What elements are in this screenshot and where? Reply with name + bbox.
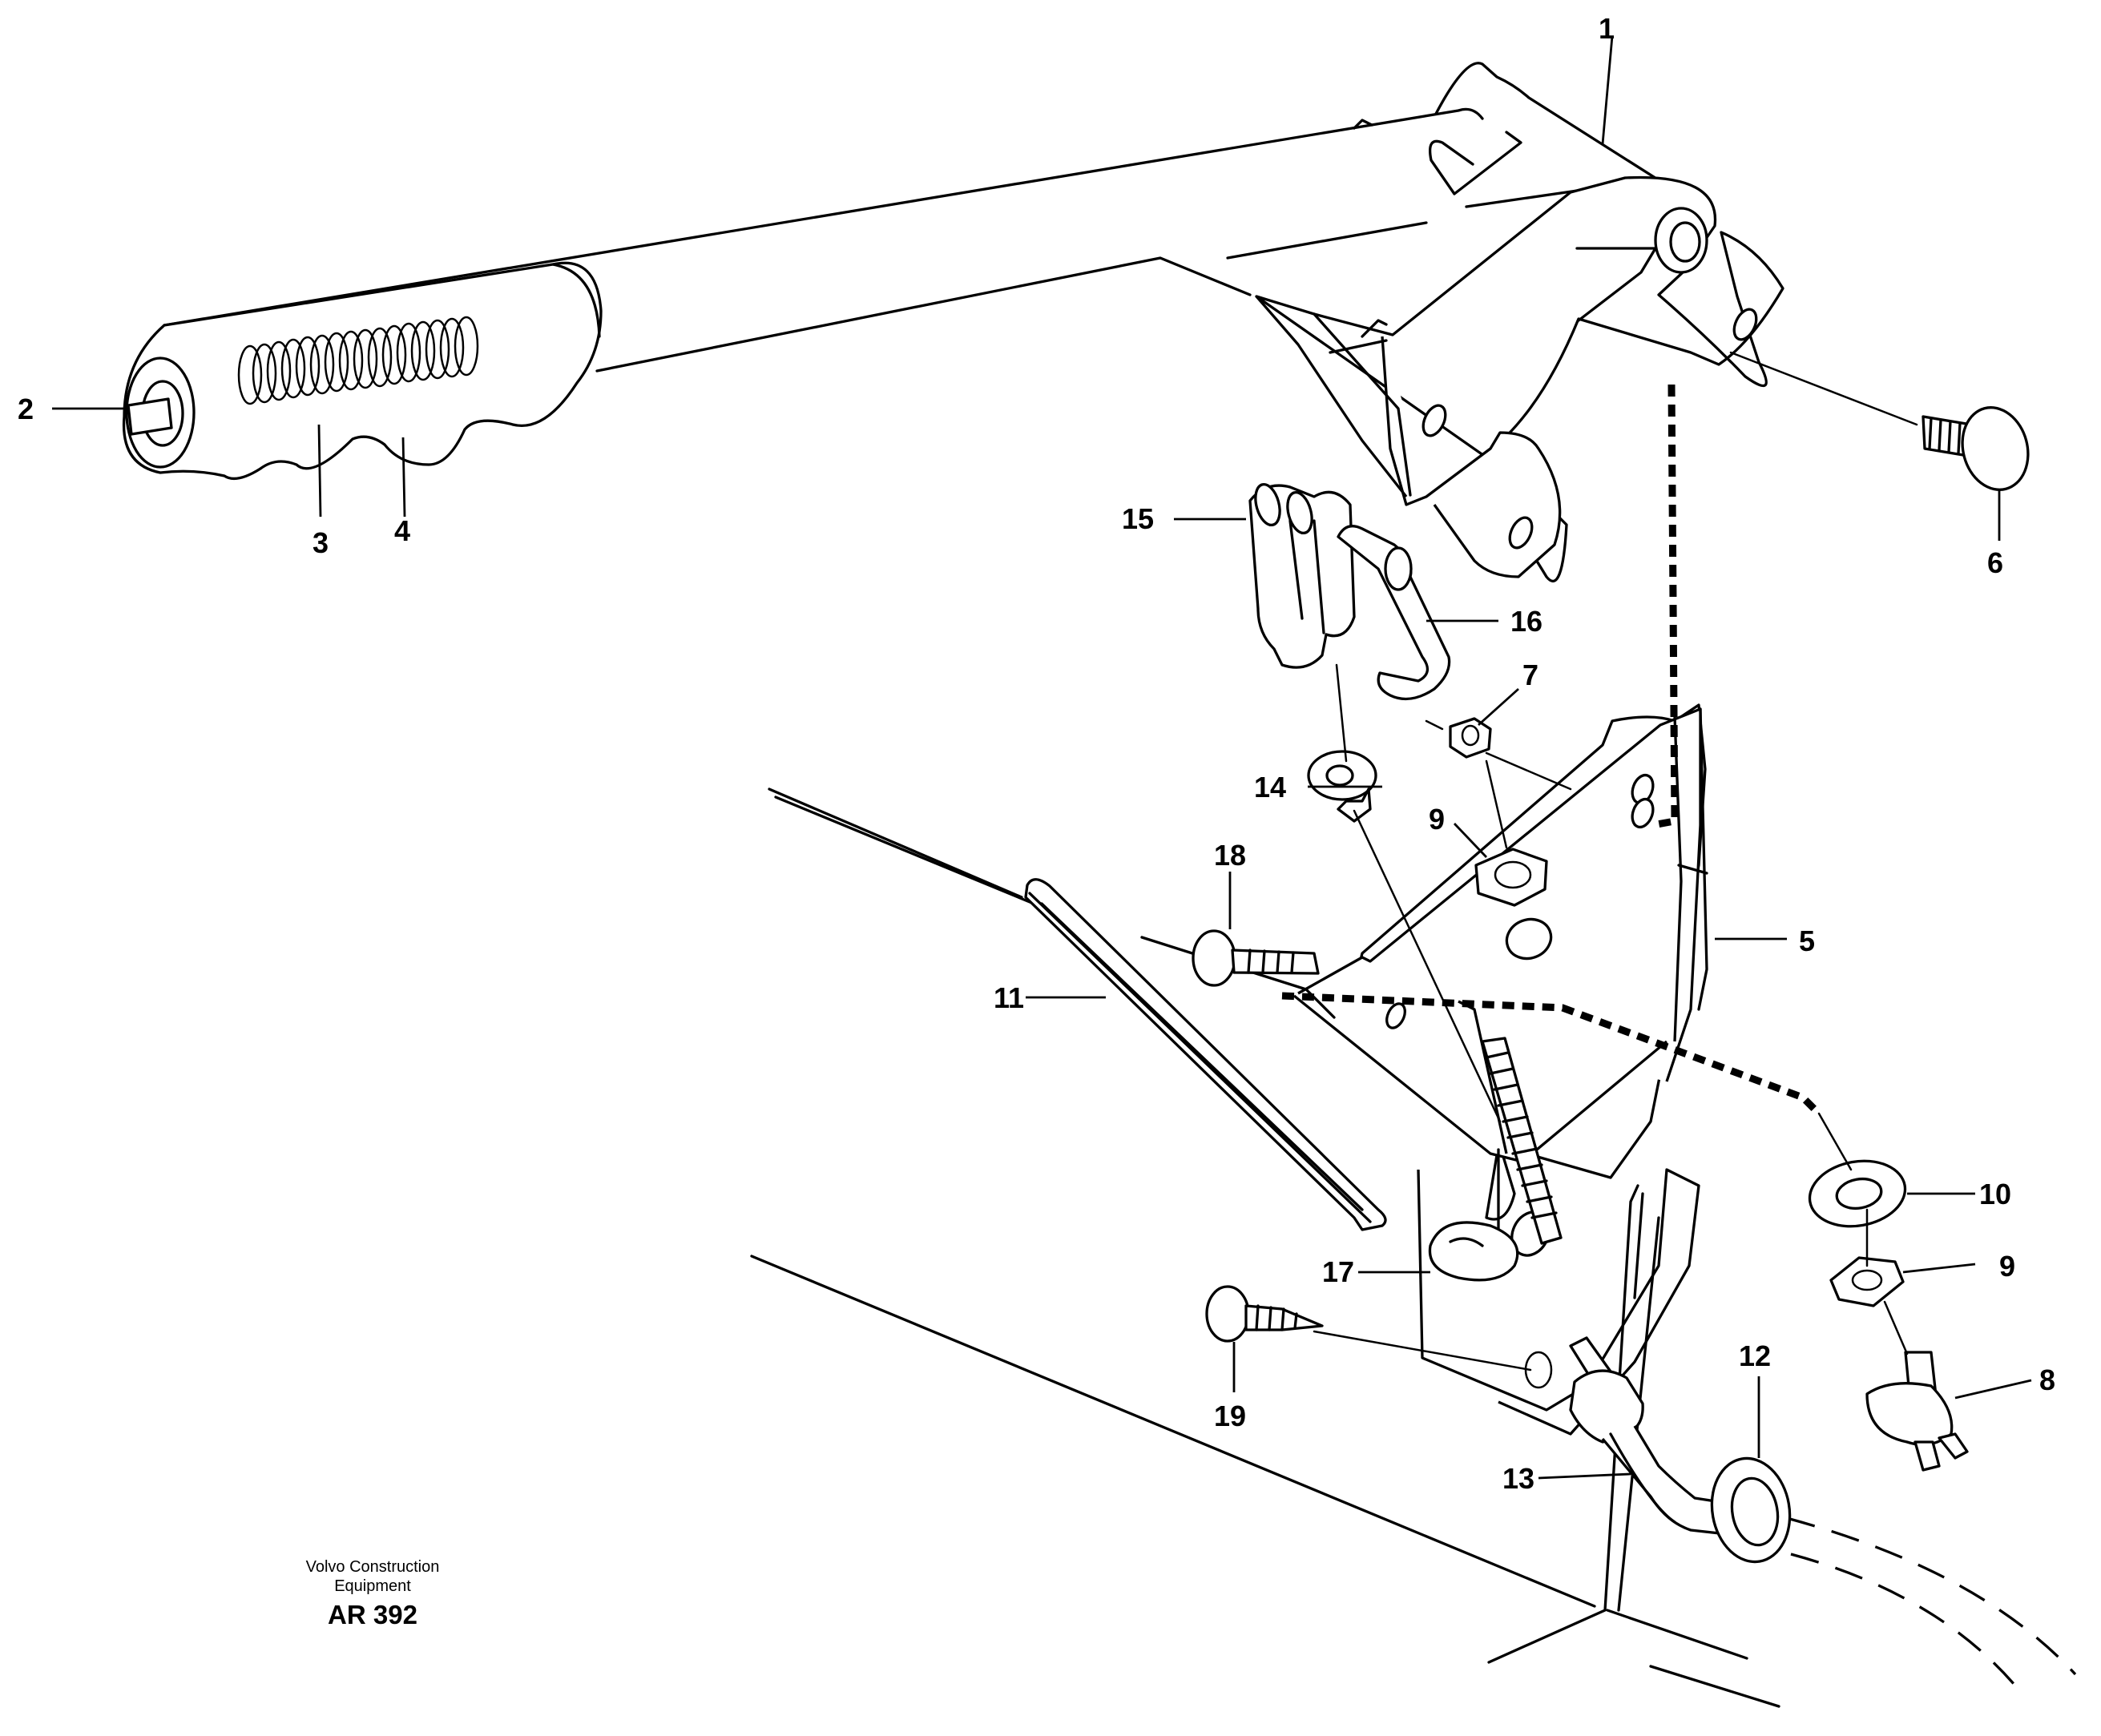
callout-11: 11 xyxy=(994,981,1024,1014)
lever-arm xyxy=(163,62,1662,373)
callout-1: 1 xyxy=(1599,12,1615,45)
fork-head xyxy=(1248,482,1356,669)
handle-spring xyxy=(237,316,479,405)
lock-nut-7 xyxy=(1449,717,1492,759)
credit-company-line1: Volvo Construction xyxy=(305,1558,440,1576)
callout-18: 18 xyxy=(1214,839,1246,872)
retaining-clip xyxy=(1428,1221,1519,1282)
callout-10: 10 xyxy=(1979,1178,2011,1210)
callout-3: 3 xyxy=(313,526,329,559)
illustration-code: AR 392 xyxy=(328,1600,417,1629)
callout-13: 13 xyxy=(1502,1462,1534,1495)
callout-19: 19 xyxy=(1214,1400,1246,1432)
callout-2: 2 xyxy=(18,393,34,425)
lever-hinge-bracket xyxy=(1255,175,1784,582)
nut-9-upper xyxy=(1474,848,1548,907)
callout-6: 6 xyxy=(1987,546,2003,579)
callout-16: 16 xyxy=(1510,605,1542,638)
locking-pin xyxy=(1337,525,1451,701)
grommet xyxy=(1710,1456,1792,1564)
screw-19 xyxy=(1205,1285,1324,1343)
brake-cable xyxy=(1524,1336,2077,1692)
callout-leaders xyxy=(52,35,2032,1480)
release-pin xyxy=(127,397,173,436)
callout-15: 15 xyxy=(1122,502,1154,535)
callout-14: 14 xyxy=(1254,771,1286,804)
brake-switch xyxy=(1865,1351,1969,1472)
clevis-pin xyxy=(1922,406,2030,491)
callout-7: 7 xyxy=(1522,659,1538,691)
credit-company-line2: Equipment xyxy=(334,1577,411,1595)
callout-9-lower: 9 xyxy=(1999,1250,2015,1283)
star-washer-10 xyxy=(1808,1159,1907,1228)
threaded-rod xyxy=(1481,1037,1563,1245)
screw-18 xyxy=(1192,929,1320,987)
callout-labels: 1 2 3 4 5 6 7 8 9 9 10 11 12 13 14 15 16… xyxy=(18,12,2055,1495)
callout-4: 4 xyxy=(394,514,410,547)
nut-9-lower xyxy=(1829,1256,1905,1307)
callout-17: 17 xyxy=(1322,1255,1354,1288)
callout-5: 5 xyxy=(1799,924,1815,957)
callout-12: 12 xyxy=(1739,1339,1771,1372)
rubber-strip xyxy=(1024,878,1387,1231)
assembly-lines xyxy=(1281,351,1918,1371)
callout-9-upper: 9 xyxy=(1429,803,1445,836)
callout-8: 8 xyxy=(2039,1363,2055,1396)
image-credit: Volvo Construction Equipment AR 392 xyxy=(264,1557,481,1631)
